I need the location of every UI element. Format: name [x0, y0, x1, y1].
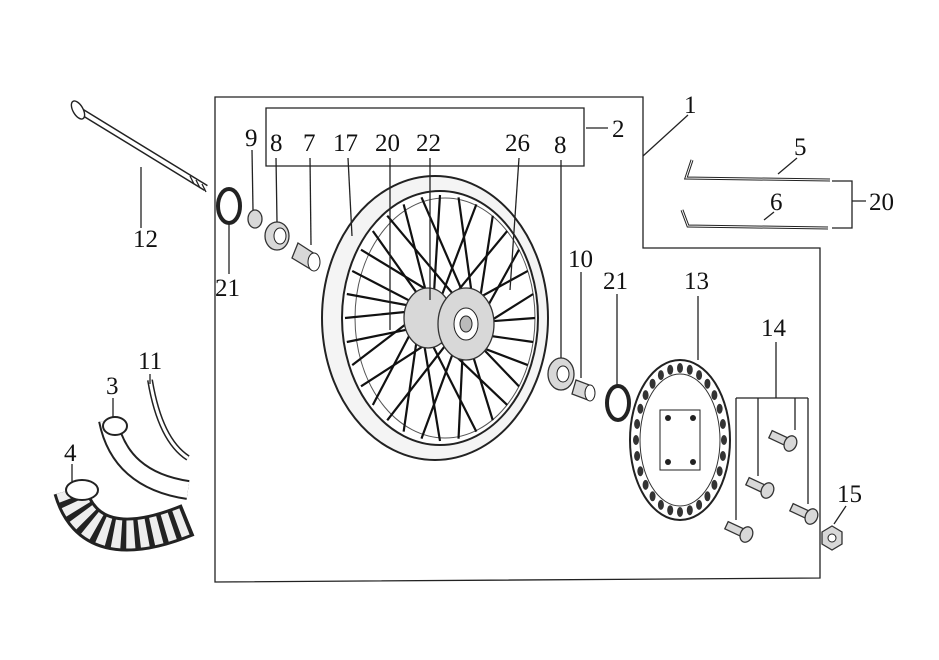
disc-vent-hole [686, 505, 693, 516]
assembly-frame [214, 96, 821, 583]
spoke-line [402, 330, 420, 432]
callout-8-left: 8 [270, 130, 283, 157]
disc-vent-hole [657, 499, 664, 510]
leader-lines [71, 114, 866, 525]
callout-14: 14 [761, 315, 787, 342]
disc-vent-hole [677, 507, 683, 517]
disc-vent-hole [719, 451, 726, 462]
callout-8-right: 8 [554, 132, 567, 159]
disc-vent-hole [634, 418, 641, 429]
spoke-line [432, 194, 442, 302]
spoke-line [351, 316, 415, 366]
callout-1: 1 [684, 92, 697, 119]
callout-22: 22 [416, 130, 441, 157]
disc-vent-hole [642, 479, 649, 490]
bearing-left [264, 221, 290, 251]
disc-vent-hole [637, 466, 644, 477]
bearing-right [547, 357, 575, 391]
disc-vent-hole [721, 435, 727, 445]
hub-parts-bracket [265, 107, 585, 167]
disc-vent-hole [657, 370, 664, 381]
disc-vent-hole [711, 390, 718, 401]
spoke-line [371, 230, 424, 302]
callout-26: 26 [505, 130, 530, 157]
distance-collar [291, 242, 321, 272]
disc-vent-hole [704, 491, 711, 502]
axle-part [70, 100, 208, 193]
brake-disc [629, 359, 731, 521]
callout-2: 2 [612, 116, 625, 143]
collar-part [247, 209, 263, 229]
disc-vent-hole [649, 491, 656, 502]
disc-vent-hole [677, 363, 683, 373]
disc-bolts [723, 429, 819, 543]
callout-6: 6 [770, 189, 783, 216]
oil-seal-right [605, 384, 631, 422]
disc-vent-hole [719, 418, 726, 429]
callout-21-left: 21 [215, 275, 240, 302]
callout-7: 7 [303, 130, 316, 157]
callout-5: 5 [794, 134, 807, 161]
callout-3: 3 [106, 373, 119, 400]
disc-vent-hole [711, 479, 718, 490]
disc-vent-hole [642, 390, 649, 401]
disc-vent-hole [637, 403, 644, 414]
oil-seal-left [216, 187, 242, 225]
wheel-rim-spokes [321, 175, 549, 461]
callout-13: 13 [684, 268, 709, 295]
spoke-line [351, 269, 419, 307]
disc-vent-hole [649, 378, 656, 389]
disc-vent-hole [667, 364, 674, 375]
disc-vent-hole [716, 403, 723, 414]
callout-17: 17 [333, 130, 358, 157]
disc-vent-hole [696, 370, 703, 381]
spoke-line [386, 333, 456, 421]
spoke-line [386, 215, 465, 308]
spoke-line [426, 335, 478, 433]
callout-20-spokes: 20 [869, 189, 894, 216]
spoke-line [421, 334, 442, 442]
callout-9: 9 [245, 125, 258, 152]
callout-10: 10 [568, 246, 593, 273]
spoke-line [436, 203, 478, 306]
callout-21-right: 21 [603, 268, 628, 295]
disc-vent-hole [696, 499, 703, 510]
callout-15: 15 [837, 481, 862, 508]
disc-vent-hole [704, 378, 711, 389]
spoke-line [344, 309, 416, 320]
callout-11: 11 [138, 348, 162, 375]
tube-and-tire [53, 379, 195, 552]
callout-20: 20 [375, 130, 400, 157]
spoke-parts [680, 159, 831, 230]
callout-12: 12 [133, 226, 158, 253]
callout-4: 4 [64, 440, 77, 467]
disc-vent-hole [634, 451, 641, 462]
spoke-line [402, 204, 430, 301]
disc-vent-hole [686, 364, 693, 375]
disc-vent-hole [667, 505, 674, 516]
disc-vent-hole [716, 466, 723, 477]
axle-nut [821, 525, 843, 551]
collar-10 [571, 379, 596, 402]
disc-vent-hole [633, 435, 639, 445]
